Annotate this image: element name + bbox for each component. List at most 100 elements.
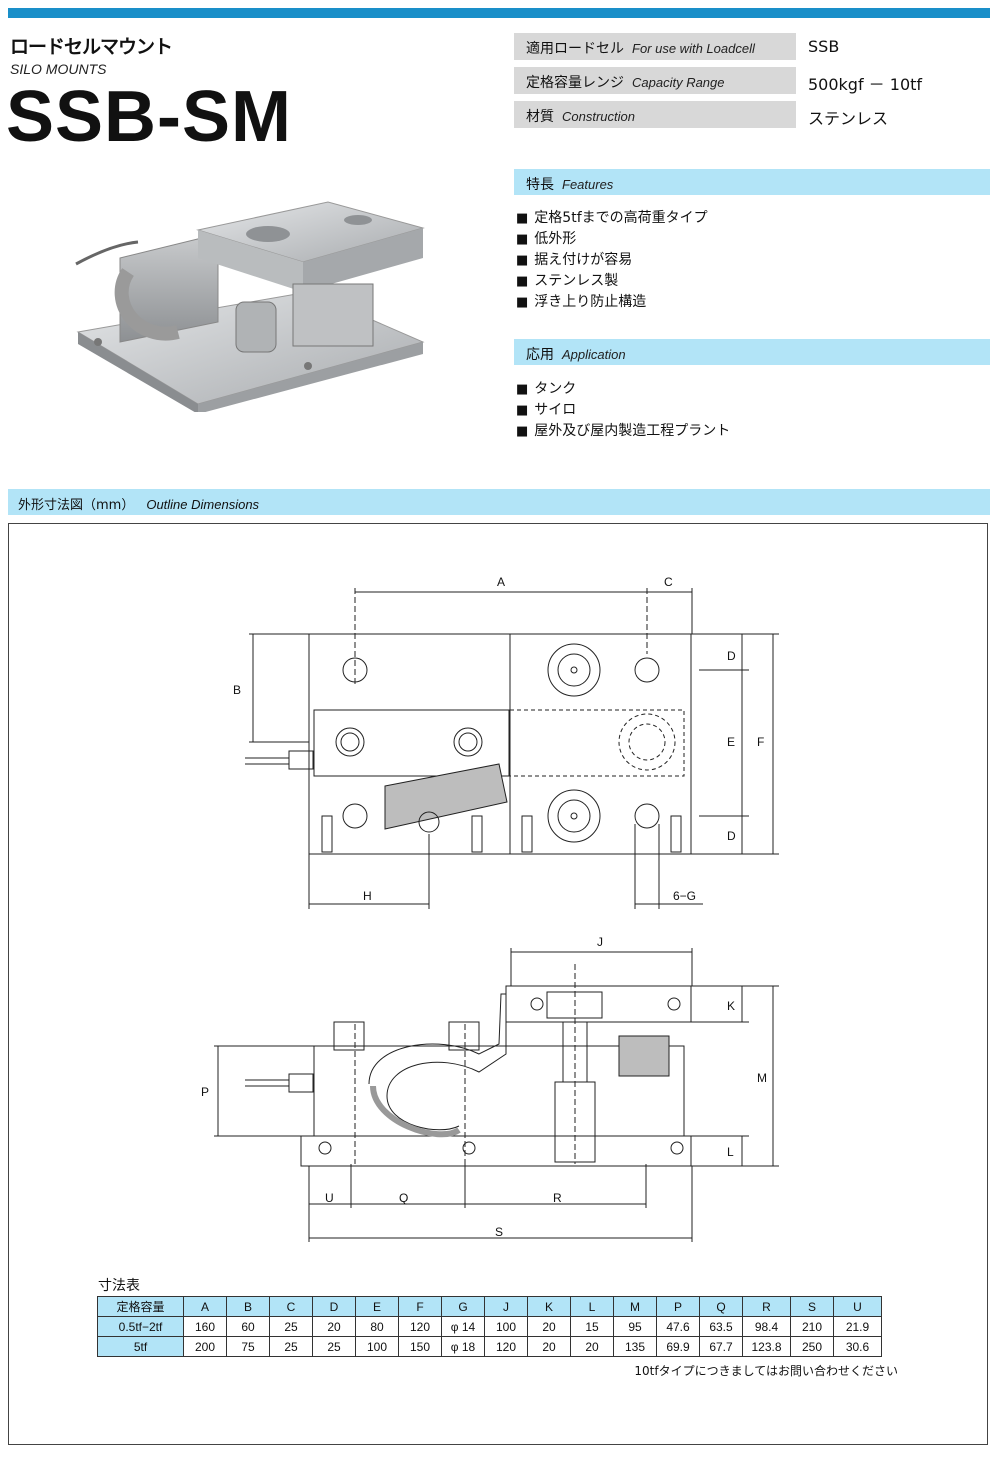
dim-label-g: 6−G	[673, 889, 696, 903]
table-header-cell: A	[183, 1296, 227, 1317]
table-header-cell: B	[226, 1296, 270, 1317]
application-item: 屋外及び屋内製造工程プラント	[516, 421, 730, 442]
product-category-en: SILO MOUNTS	[10, 61, 107, 77]
dim-label-h: H	[363, 889, 372, 903]
table-header-cell: G	[441, 1296, 485, 1317]
spec-value-material: ステンレス	[808, 109, 889, 128]
dimension-table: 定格容量 A B C D E F G J K L M P Q R S U 0.5…	[97, 1296, 882, 1357]
table-cell: 75	[226, 1336, 270, 1357]
model-name: SSB-SM	[6, 77, 293, 157]
table-header-cell: U	[833, 1296, 882, 1317]
dim-label-c: C	[664, 575, 673, 589]
dim-label-d-top: D	[727, 649, 736, 663]
feature-item: ステンレス製	[516, 271, 708, 292]
table-cell: 200	[183, 1336, 227, 1357]
table-cell: 100	[355, 1336, 399, 1357]
dimension-table-title: 寸法表	[98, 1278, 140, 1294]
table-cell: 0.5tf−2tf	[97, 1316, 184, 1337]
table-header-cell: L	[570, 1296, 614, 1317]
table-cell: 135	[613, 1336, 657, 1357]
table-cell: 210	[790, 1316, 834, 1337]
dim-label-k: K	[727, 999, 735, 1013]
outline-drawing: A C B D E F D H 6−G J K M L P U Q R S	[201, 575, 779, 1242]
table-header-cell: R	[742, 1296, 791, 1317]
table-cell: 120	[398, 1316, 442, 1337]
table-cell: 15	[570, 1316, 614, 1337]
table-cell: 25	[269, 1336, 313, 1357]
table-cell: 95	[613, 1316, 657, 1337]
features-list: 定格5tfまでの高荷重タイプ 低外形 据え付けが容易 ステンレス製 浮き上り防止…	[516, 208, 708, 313]
table-cell: 25	[312, 1336, 356, 1357]
dim-label-j: J	[597, 935, 603, 949]
table-cell: 20	[527, 1336, 571, 1357]
feature-item: 低外形	[516, 229, 708, 250]
table-cell: 60	[226, 1316, 270, 1337]
table-cell: 98.4	[742, 1316, 791, 1337]
spec-value-capacity: 500kgf － 10tf	[808, 75, 923, 94]
table-cell: 25	[269, 1316, 313, 1337]
table-header-row: 定格容量 A B C D E F G J K L M P Q R S U	[97, 1296, 882, 1317]
table-header-cell: F	[398, 1296, 442, 1317]
table-header-cell: D	[312, 1296, 356, 1317]
table-header-cell: C	[269, 1296, 313, 1317]
table-header-cell: K	[527, 1296, 571, 1317]
dim-label-f: F	[757, 735, 764, 749]
application-item: サイロ	[516, 400, 730, 421]
dim-label-s: S	[495, 1225, 503, 1239]
product-category-jp: ロードセルマウント	[10, 36, 173, 58]
top-accent-bar	[8, 8, 990, 18]
table-note: 10tfタイプにつきましてはお問い合わせください	[634, 1364, 898, 1378]
table-cell: 20	[527, 1316, 571, 1337]
table-cell: 63.5	[699, 1316, 743, 1337]
table-cell: 47.6	[656, 1316, 700, 1337]
table-cell: 67.7	[699, 1336, 743, 1357]
outline-header: 外形寸法図（mm）Outline Dimensions	[8, 489, 990, 515]
table-cell: 20	[570, 1336, 614, 1357]
table-cell: φ 14	[441, 1316, 485, 1337]
application-list: タンク サイロ 屋外及び屋内製造工程プラント	[516, 379, 730, 442]
table-cell: 160	[183, 1316, 227, 1337]
table-header-cell: Q	[699, 1296, 743, 1317]
spec-value-loadcell: SSB	[808, 37, 840, 56]
product-photo	[75, 201, 425, 412]
feature-item: 浮き上り防止構造	[516, 292, 708, 313]
table-cell: 21.9	[833, 1316, 882, 1337]
dim-label-b: B	[233, 683, 241, 697]
table-header-cell: 定格容量	[97, 1296, 184, 1317]
feature-item: 定格5tfまでの高荷重タイプ	[516, 208, 707, 229]
table-header-cell: J	[484, 1296, 528, 1317]
dim-label-l: L	[727, 1145, 734, 1159]
dim-label-u: U	[325, 1191, 334, 1205]
table-header-cell: M	[613, 1296, 657, 1317]
feature-item: 据え付けが容易	[516, 250, 708, 271]
table-cell: 69.9	[656, 1336, 700, 1357]
dim-label-a: A	[497, 575, 505, 589]
table-row: 5tf 200 75 25 25 100 150 φ 18 120 20 20 …	[97, 1336, 882, 1357]
table-cell: 150	[398, 1336, 442, 1357]
dim-label-p: P	[201, 1085, 209, 1099]
drawing-frame	[8, 523, 988, 1445]
table-header-cell: S	[790, 1296, 834, 1317]
table-header-cell: P	[656, 1296, 700, 1317]
dim-label-q: Q	[399, 1191, 408, 1205]
table-cell: 123.8	[742, 1336, 791, 1357]
table-cell: 250	[790, 1336, 834, 1357]
table-cell: 100	[484, 1316, 528, 1337]
table-cell: 30.6	[833, 1336, 882, 1357]
dim-label-m: M	[757, 1071, 767, 1085]
table-cell: 80	[355, 1316, 399, 1337]
dim-label-e: E	[727, 735, 735, 749]
application-item: タンク	[516, 379, 730, 400]
table-cell: φ 18	[441, 1336, 485, 1357]
table-cell: 120	[484, 1336, 528, 1357]
table-row: 0.5tf−2tf 160 60 25 20 80 120 φ 14 100 2…	[97, 1316, 882, 1337]
dim-label-d-bottom: D	[727, 829, 736, 843]
table-header-cell: E	[355, 1296, 399, 1317]
table-cell: 5tf	[97, 1336, 184, 1357]
dim-label-r: R	[553, 1191, 562, 1205]
